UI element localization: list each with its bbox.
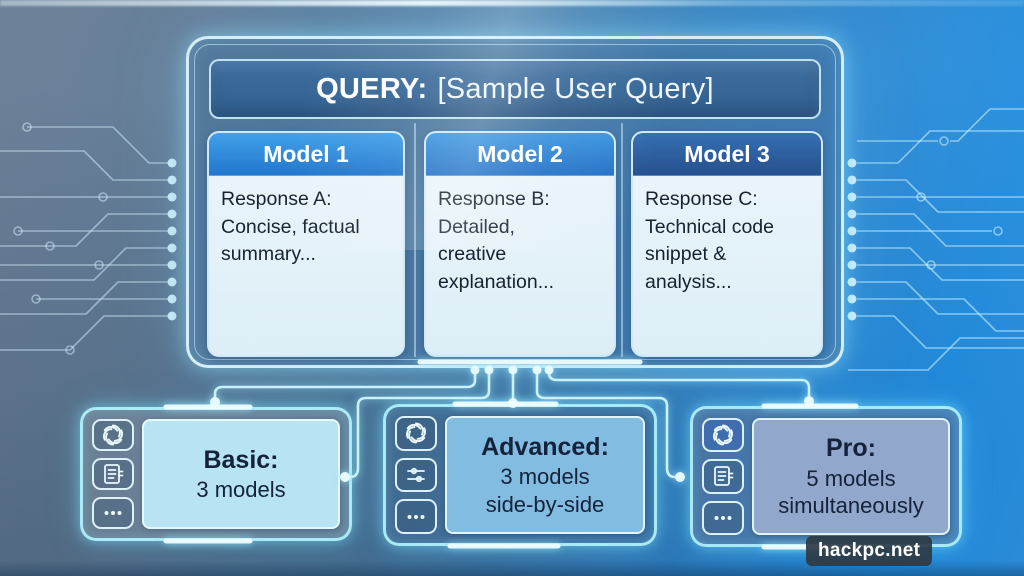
model-1-header: Model 1 xyxy=(209,133,403,176)
tier-basic-panel: Basic: 3 models xyxy=(142,419,340,529)
model-card-2: Model 2 Response B: Detailed, creative e… xyxy=(424,131,616,357)
model-cards: Model 1 Response A: Concise, factual sum… xyxy=(189,123,841,365)
right-circuit-dots xyxy=(847,158,857,321)
ellipsis-icon xyxy=(92,497,134,529)
openai-logo-icon xyxy=(92,419,134,451)
tier-basic-title: Basic: xyxy=(203,445,279,474)
ellipsis-icon xyxy=(395,499,437,535)
ellipsis-icon xyxy=(702,500,744,535)
watermark: hackpc.net xyxy=(806,536,933,566)
tier-advanced-panel: Advanced: 3 models side-by-side xyxy=(445,416,645,534)
query-panel: QUERY: [Sample User Query] Model 1 Respo… xyxy=(186,36,844,368)
query-value: [Sample User Query] xyxy=(437,72,714,105)
document-icon xyxy=(702,459,744,494)
column-divider-1 xyxy=(414,123,416,357)
tier-pro: Pro: 5 models simultaneously xyxy=(690,406,962,547)
tier-advanced-title: Advanced: xyxy=(481,432,609,461)
tier-pro-icons xyxy=(702,418,744,535)
model-2-header: Model 2 xyxy=(426,133,614,176)
tier-basic: Basic: 3 models xyxy=(80,407,352,541)
model-card-1: Model 1 Response A: Concise, factual sum… xyxy=(207,131,405,357)
model-3-header: Model 3 xyxy=(633,133,821,176)
model-2-response: Response B: Detailed, creative explanati… xyxy=(426,176,614,355)
left-circuit xyxy=(0,122,168,355)
model-card-3: Model 3 Response C: Technical code snipp… xyxy=(631,131,823,357)
tier-basic-icons xyxy=(92,419,134,529)
tier-advanced: Advanced: 3 models side-by-side xyxy=(383,404,657,546)
tier-advanced-icons xyxy=(395,416,437,535)
model-1-response: Response A: Concise, factual summary... xyxy=(209,176,403,355)
sliders-icon xyxy=(395,457,437,493)
column-divider-2 xyxy=(621,123,623,357)
right-circuit xyxy=(848,108,1024,371)
openai-logo-icon xyxy=(702,418,744,453)
tier-advanced-body: 3 models side-by-side xyxy=(485,464,605,517)
tier-pro-panel: Pro: 5 models simultaneously xyxy=(752,418,950,535)
query-bar: QUERY: [Sample User Query] xyxy=(209,59,821,119)
openai-logo-icon xyxy=(395,416,437,451)
tier-pro-body: 5 models simultaneously xyxy=(778,465,924,519)
document-icon xyxy=(92,458,134,490)
model-3-response: Response C: Technical code snippet & ana… xyxy=(633,176,821,355)
tier-basic-body: 3 models xyxy=(196,476,286,502)
tier-pro-title: Pro: xyxy=(826,434,876,463)
left-circuit-dots xyxy=(167,158,177,321)
query-label: QUERY: xyxy=(316,72,428,105)
